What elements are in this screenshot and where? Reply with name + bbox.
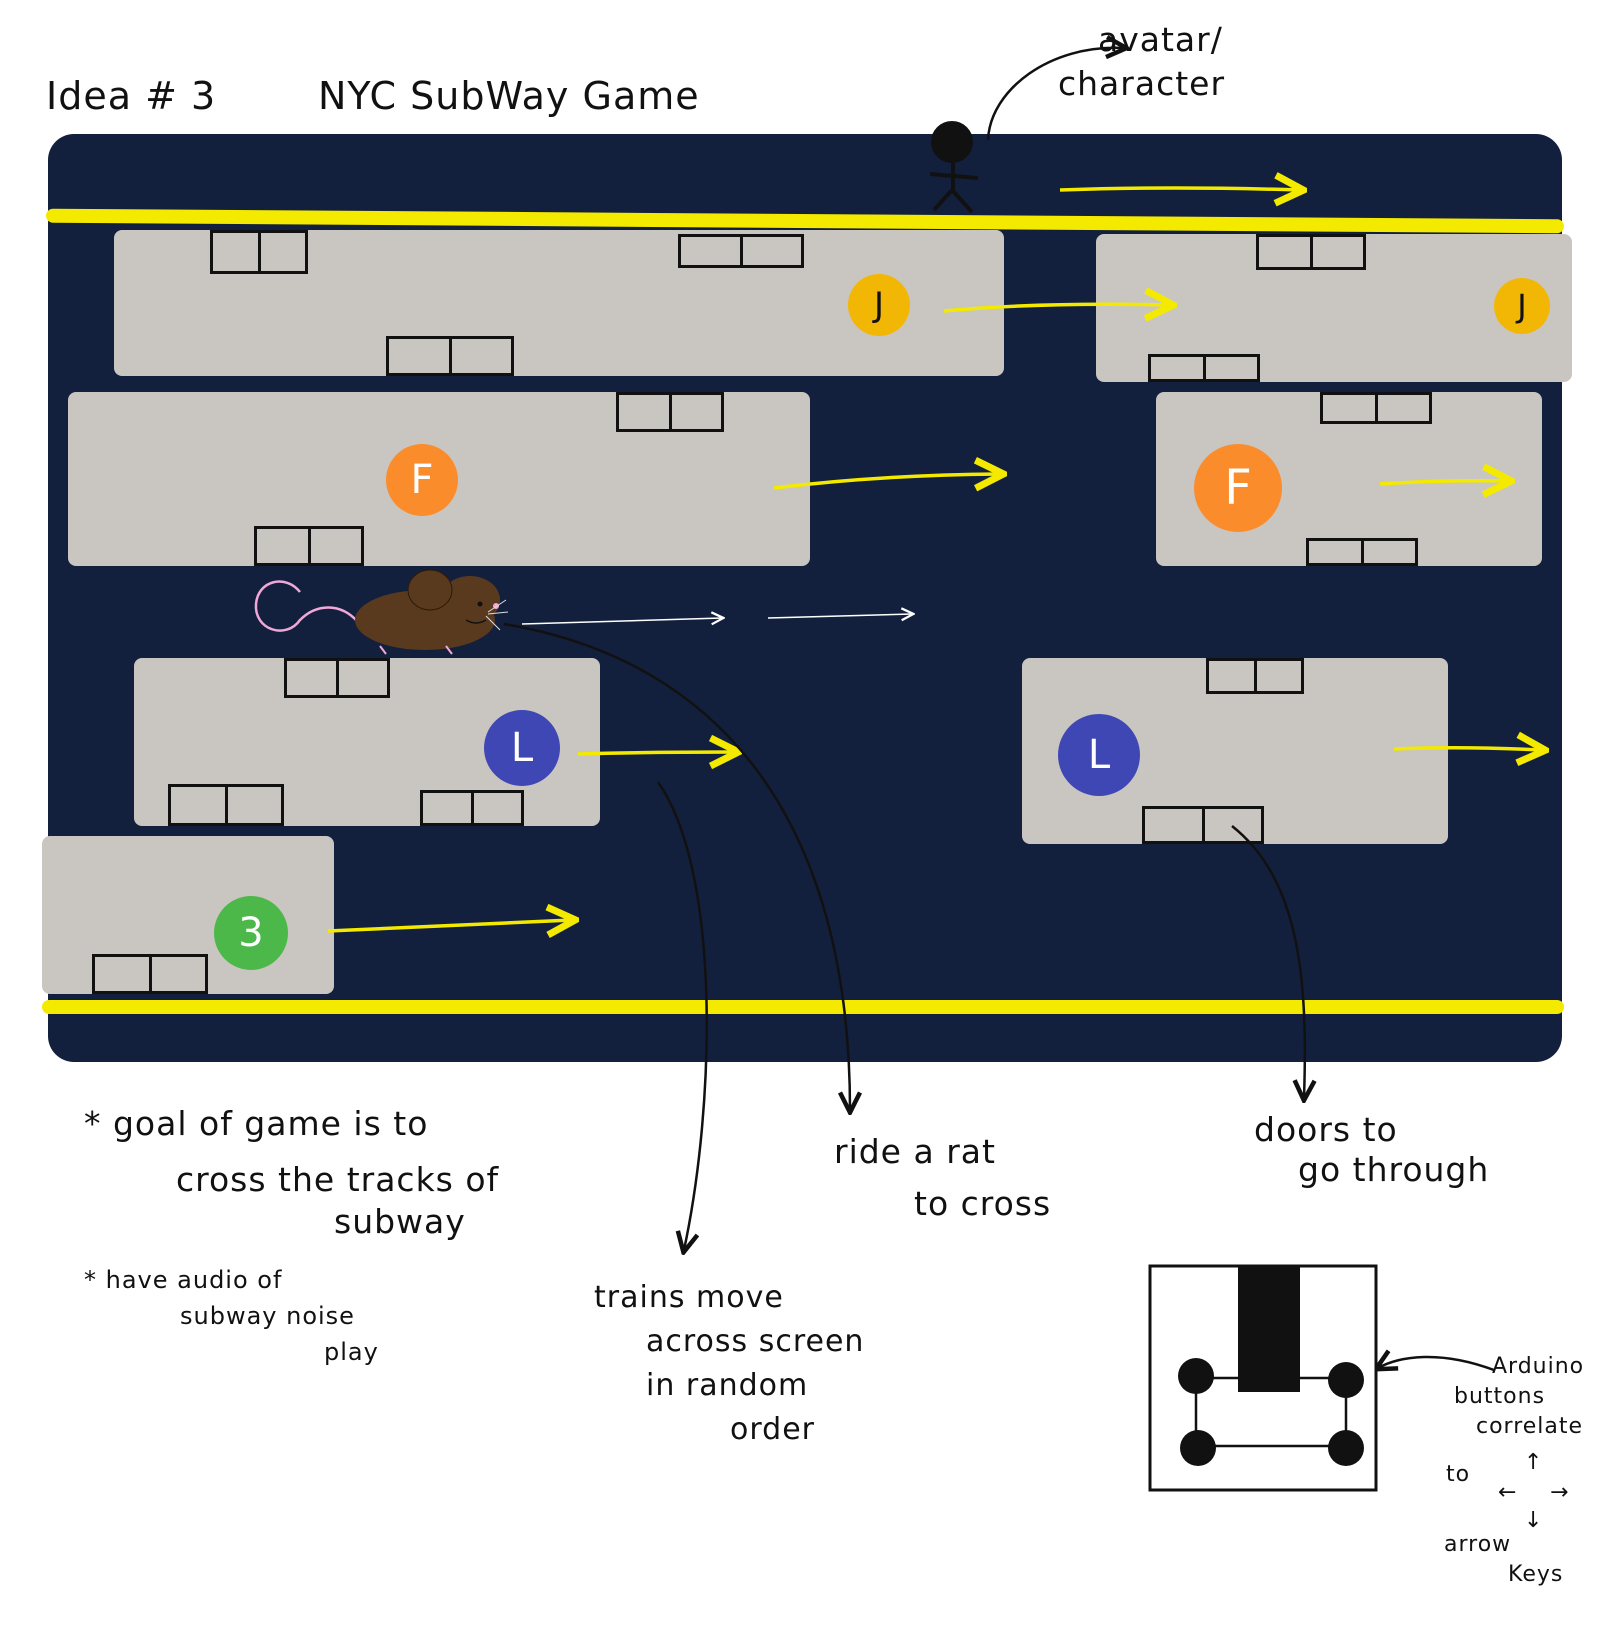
arrow-right-icon: [1379, 481, 1508, 484]
line-3-badge: 3: [214, 896, 288, 970]
line-j-badge: J: [848, 274, 910, 336]
avatar-icon: [929, 121, 979, 214]
doors-label-line-1: doors to: [1254, 1110, 1398, 1149]
arrow-right-icon: [773, 474, 1000, 488]
line-f-badge: F: [1194, 444, 1282, 532]
train-car-j-1: J: [114, 230, 1004, 376]
arduino-to-label: to: [1446, 1462, 1471, 1487]
audio-note: * have audio of subway noise play: [84, 1262, 379, 1370]
arduino-button: [1178, 1358, 1214, 1394]
train-car-f-1: F: [68, 392, 810, 566]
arrow-keys-label-line-2: Keys: [1508, 1562, 1564, 1587]
train-door: [254, 526, 364, 566]
line-j-letter: J: [1517, 287, 1527, 325]
train-door: [420, 790, 524, 826]
arduino-label-line-2: buttons: [1454, 1384, 1546, 1409]
rat-direction-arrows: [521, 614, 912, 624]
train-car-3: 3: [42, 836, 334, 994]
train-car-f-2: F: [1156, 392, 1542, 566]
arduino-button: [1328, 1362, 1364, 1398]
line-3-letter: 3: [238, 910, 264, 956]
train-car-l-1: L: [134, 658, 600, 826]
train-door: [1256, 234, 1366, 270]
train-door: [284, 658, 390, 698]
trains-label-line-2: across screen: [646, 1324, 865, 1359]
line-f-letter: F: [410, 457, 434, 503]
avatar-label-line-2: character: [1058, 64, 1226, 103]
trains-label-line-1: trains move: [594, 1280, 784, 1315]
arrow-right-icon: [943, 304, 1170, 311]
arduino-label: Arduino buttons correlate: [1440, 1352, 1584, 1442]
train-direction-arrows: [327, 188, 1542, 931]
train-door: [1148, 354, 1260, 382]
arrow-right-icon: [1059, 188, 1300, 190]
rat-label-line-1: ride a rat: [834, 1132, 996, 1171]
goal-note-line-2: cross the tracks of: [176, 1160, 500, 1199]
game-board: J J F F L L 3: [42, 134, 1572, 1062]
train-door: [616, 392, 724, 432]
arrow-right-icon: [767, 614, 912, 618]
arrow-up-icon: ↑: [1524, 1450, 1543, 1475]
rat-label: ride a rat to cross: [834, 1126, 1051, 1230]
annotation-pointers: [503, 48, 1495, 1370]
bottom-rail: [42, 1000, 1564, 1014]
arrow-keys-label: arrow Keys: [1444, 1530, 1563, 1590]
train-door: [1142, 806, 1264, 844]
arrow-right-icon: [1393, 748, 1542, 750]
line-j-badge: J: [1494, 278, 1550, 334]
arrow-down-icon: ↓: [1524, 1508, 1543, 1533]
line-l-badge: L: [484, 710, 560, 786]
line-l-letter: L: [510, 725, 534, 771]
arduino-button: [1328, 1430, 1364, 1466]
audio-note-line-3: play: [324, 1338, 379, 1366]
train-car-l-2: L: [1022, 658, 1448, 844]
train-door: [92, 954, 208, 994]
arrow-right-icon: [577, 752, 735, 754]
arrow-keys-label-line-1: arrow: [1444, 1532, 1512, 1557]
goal-note-line-1: * goal of game is to: [84, 1104, 429, 1143]
line-l-letter: L: [1087, 732, 1111, 778]
train-door: [1306, 538, 1418, 566]
train-door: [1320, 392, 1432, 424]
page-title: NYC SubWay Game: [318, 74, 700, 118]
arrow-right-icon: →: [1550, 1480, 1569, 1505]
train-door: [210, 230, 308, 274]
arduino-button: [1180, 1430, 1216, 1466]
goal-note: * goal of game is to cross the tracks of…: [84, 1096, 499, 1250]
arduino-label-line-1: Arduino: [1492, 1354, 1585, 1379]
goal-note-line-3: subway: [334, 1202, 466, 1241]
trains-label: trains move across screen in random orde…: [594, 1276, 864, 1452]
rat-icon: [254, 569, 509, 655]
arduino-label-line-3: correlate: [1476, 1414, 1584, 1439]
train-door: [168, 784, 284, 826]
idea-number: Idea # 3: [46, 74, 217, 118]
trains-label-line-4: order: [730, 1412, 815, 1447]
line-f-badge: F: [386, 444, 458, 516]
arrow-right-icon: [521, 618, 722, 624]
audio-note-line-1: * have audio of: [84, 1266, 283, 1294]
arduino-board-icon: [1148, 1264, 1378, 1492]
doors-label: doors to go through: [1254, 1110, 1489, 1190]
line-l-badge: L: [1058, 714, 1140, 796]
rat-label-line-2: to cross: [914, 1184, 1052, 1223]
arrow-left-icon: ←: [1498, 1480, 1517, 1505]
train-door: [1206, 658, 1304, 694]
doors-label-line-2: go through: [1298, 1150, 1490, 1189]
trains-label-line-3: in random: [646, 1368, 809, 1403]
line-j-letter: J: [873, 285, 885, 325]
train-door: [386, 336, 514, 376]
arrow-keys-icon: ↑ ← → ↓: [1494, 1450, 1574, 1540]
audio-note-line-2: subway noise: [180, 1302, 355, 1330]
line-f-letter: F: [1224, 460, 1252, 516]
train-door: [678, 234, 804, 268]
arrow-right-icon: [327, 920, 572, 931]
